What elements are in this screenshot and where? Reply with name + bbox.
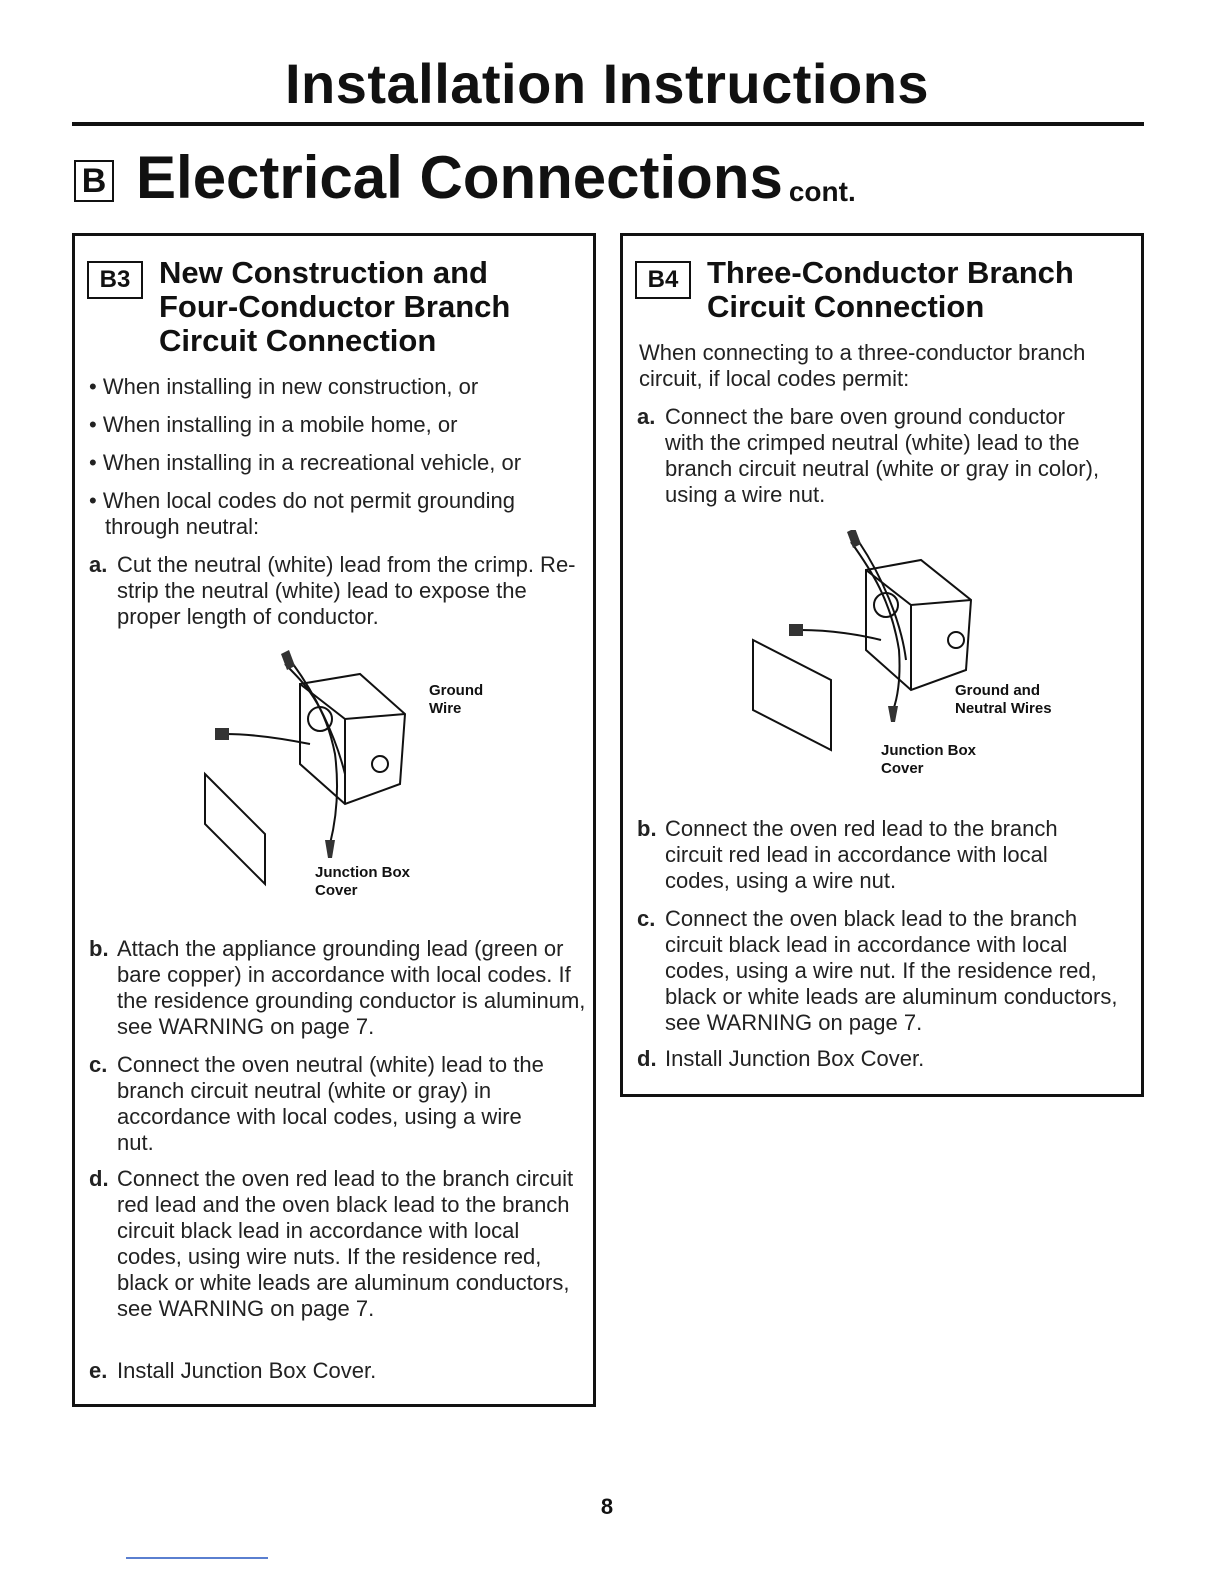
- panel-b3: B3 New Construction and Four-Conductor B…: [72, 233, 596, 1407]
- page-number: 8: [600, 1494, 614, 1519]
- b3-step-letter: d.: [89, 1166, 109, 1191]
- b3-bullet: • When installing in a mobile home, or: [89, 412, 458, 437]
- b3-step-text: Connect the oven red lead to the branch …: [117, 1166, 574, 1321]
- footer-rule: [126, 1557, 268, 1559]
- b3-junction-cover-label: Junction Box Cover: [315, 864, 411, 899]
- b3-heading: B3 New Construction and Four-Conductor B…: [87, 256, 510, 358]
- b3-title-line: Four-Conductor Branch: [159, 289, 511, 324]
- b4-step-text: Connect the oven black lead to the branc…: [665, 906, 1118, 1035]
- b3-step-text: Attach the appliance grounding lead (gre…: [117, 936, 586, 1039]
- b4-step-letter: b.: [637, 816, 657, 841]
- b3-step-letter: a.: [89, 552, 108, 577]
- b3-step-b: b. Attach the appliance grounding lead (…: [89, 936, 589, 1040]
- b3-bullet: • When installing in new construction, o…: [89, 374, 479, 399]
- b4-heading: B4 Three-Conductor Branch Circuit Connec…: [635, 256, 1074, 324]
- b3-title-line: Circuit Connection: [159, 323, 437, 358]
- b4-step-c: c. Connect the oven black lead to the br…: [637, 906, 1127, 1036]
- b4-step-text: Connect the bare oven ground conductor w…: [665, 404, 1100, 507]
- b3-step-e: e. Install Junction Box Cover.: [89, 1358, 589, 1384]
- b4-badge: B4: [635, 261, 691, 299]
- b4-step-a: a. Connect the bare oven ground conducto…: [637, 404, 1107, 508]
- b3-step-a: a. Cut the neutral (white) lead from the…: [89, 552, 579, 630]
- section-badge: B: [74, 160, 114, 202]
- junction-box-diagram-b4: [752, 530, 973, 752]
- title-rule: [72, 122, 1144, 126]
- section-title: Electrical Connections: [136, 144, 783, 211]
- b4-step-text: Connect the oven red lead to the branch …: [665, 816, 1058, 893]
- b4-step-letter: c.: [637, 906, 656, 931]
- b3-title-line: New Construction and: [159, 255, 488, 290]
- b4-step-letter: d.: [637, 1046, 657, 1071]
- section-heading: B Electrical Connections cont.: [74, 148, 856, 216]
- b4-step-letter: a.: [637, 404, 656, 429]
- b3-bullet: • When installing in a recreational vehi…: [89, 450, 522, 475]
- page-title: Installation Instructions: [284, 52, 930, 115]
- b4-step-d: d. Install Junction Box Cover.: [637, 1046, 1137, 1072]
- junction-box-diagram-b3: [204, 650, 407, 887]
- b3-step-letter: c.: [89, 1052, 108, 1077]
- b3-step-d: d. Connect the oven red lead to the bran…: [89, 1166, 579, 1322]
- b3-step-letter: e.: [89, 1358, 108, 1383]
- section-suffix: cont.: [788, 176, 856, 207]
- b4-intro: When connecting to a three-conductor bra…: [639, 340, 1086, 391]
- b3-step-text: Install Junction Box Cover.: [117, 1358, 377, 1383]
- b4-title: Three-Conductor Branch Circuit Connectio…: [707, 256, 1074, 324]
- b4-step-b: b. Connect the oven red lead to the bran…: [637, 816, 1107, 894]
- b4-step-text: Install Junction Box Cover.: [665, 1046, 925, 1071]
- b3-title: New Construction and Four-Conductor Bran…: [159, 256, 510, 358]
- b4-ground-neutral-label: Ground and Neutral Wires: [955, 682, 1052, 717]
- panel-b4: B4 Three-Conductor Branch Circuit Connec…: [620, 233, 1144, 1097]
- b3-badge: B3: [87, 261, 143, 299]
- b3-step-letter: b.: [89, 936, 109, 961]
- b3-bullet: • When local codes do not permit groundi…: [89, 488, 515, 539]
- b3-step-c: c. Connect the oven neutral (white) lead…: [89, 1052, 559, 1156]
- b3-ground-wire-label: Ground Wire: [429, 682, 484, 717]
- b4-junction-cover-label: Junction Box Cover: [881, 742, 977, 777]
- b3-step-text: Connect the oven neutral (white) lead to…: [117, 1052, 544, 1155]
- b3-step-text: Cut the neutral (white) lead from the cr…: [117, 552, 576, 629]
- b4-title-line: Circuit Connection: [707, 289, 985, 324]
- b4-title-line: Three-Conductor Branch: [707, 255, 1074, 290]
